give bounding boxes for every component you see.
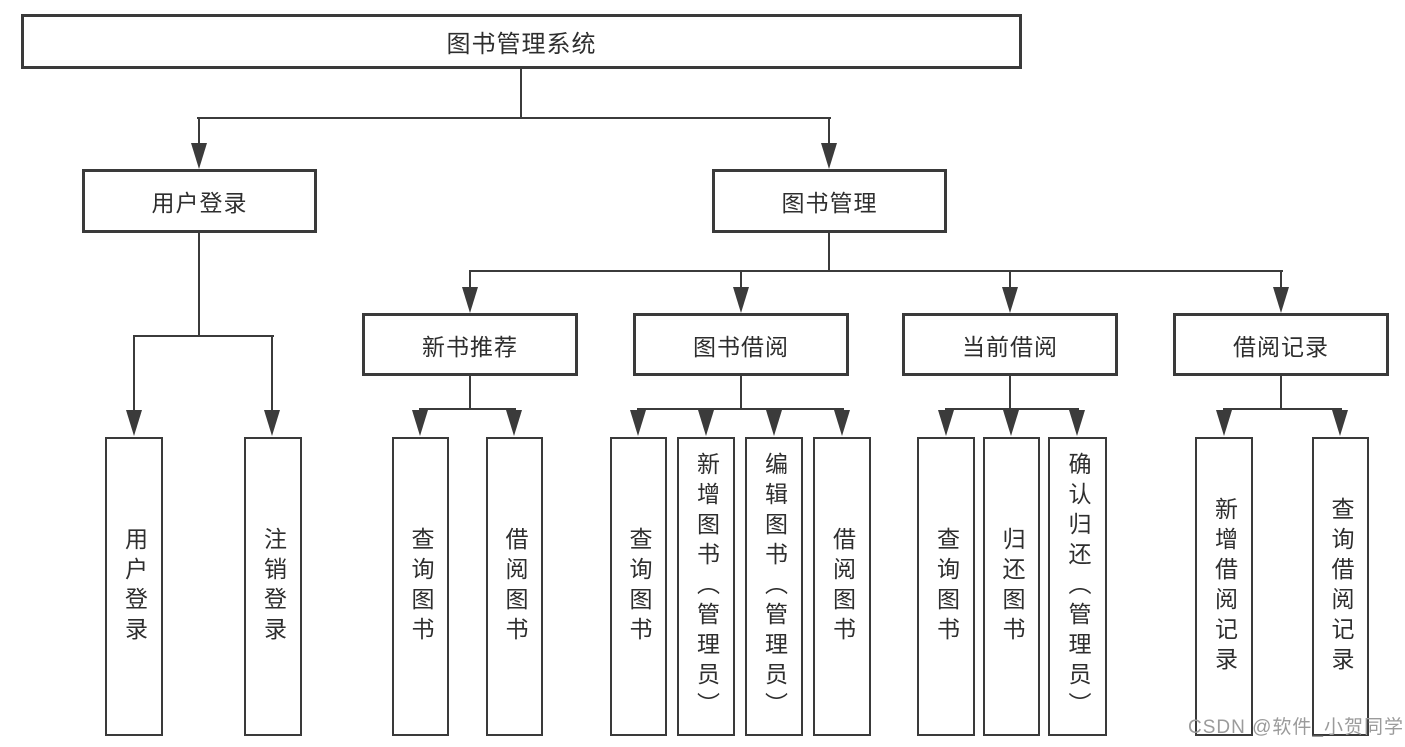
edge-to-book-borrow	[740, 270, 742, 290]
node-current-borrowing: 当前借阅	[902, 313, 1118, 376]
node-user-login-branch: 用户登录	[82, 169, 317, 233]
edge-book-borrow-stem	[740, 376, 742, 410]
arrow-down-icon	[1069, 410, 1085, 436]
arrow-down-icon	[506, 410, 522, 436]
arrow-down-icon	[1332, 410, 1348, 436]
leaf-label: 查询借阅记录	[1328, 496, 1354, 677]
edge-borrow-records-rail	[1223, 408, 1342, 410]
leaf-query-books-2: 查询图书	[610, 437, 667, 736]
edge-book-borrow-rail	[637, 408, 844, 410]
leaf-query-books-3: 查询图书	[917, 437, 975, 736]
leaf-label: 借阅图书	[829, 526, 856, 647]
arrow-down-icon	[1002, 287, 1018, 313]
node-label: 新书推荐	[422, 333, 518, 360]
watermark: CSDN @软件_小贺同学	[1188, 717, 1404, 738]
arrow-down-icon	[733, 287, 749, 313]
edge-user-login-rail	[133, 335, 274, 337]
leaf-borrow-books-1: 借阅图书	[486, 437, 543, 736]
arrow-down-icon	[834, 410, 850, 436]
leaf-return-books: 归还图书	[983, 437, 1040, 736]
leaf-borrow-books-2: 借阅图书	[813, 437, 871, 736]
edge-new-book-rec-rail	[419, 408, 516, 410]
arrow-down-icon	[938, 410, 954, 436]
leaf-label: 确认归还（管理员）	[1065, 451, 1091, 722]
leaf-label: 注销登录	[260, 526, 287, 647]
arrow-down-icon	[1273, 287, 1289, 313]
leaf-label: 归还图书	[999, 526, 1025, 647]
node-label: 图书管理	[781, 190, 878, 216]
leaf-label: 新增借阅记录	[1211, 496, 1238, 677]
edge-root-stem	[520, 68, 522, 118]
arrow-down-icon	[412, 410, 428, 436]
arrow-down-icon	[126, 410, 142, 436]
edge-to-user-login	[198, 117, 200, 145]
node-library-management-system: 图书管理系统	[21, 14, 1022, 69]
leaf-label: 查询图书	[626, 526, 652, 647]
leaf-label: 编辑图书（管理员）	[761, 451, 788, 722]
edge-level1-rail	[197, 117, 831, 119]
edge-borrow-records-stem	[1280, 376, 1282, 410]
edge-current-borrow-rail	[945, 408, 1079, 410]
leaf-label: 新增图书（管理员）	[693, 451, 720, 722]
leaf-query-books-1: 查询图书	[392, 437, 449, 736]
edge-new-book-rec-stem	[469, 376, 471, 410]
edge-user-login-stem	[198, 233, 200, 336]
node-borrowing-records: 借阅记录	[1173, 313, 1389, 376]
leaf-label: 用户登录	[121, 526, 148, 647]
node-label: 当前借阅	[962, 333, 1058, 360]
node-label: 用户登录	[151, 190, 248, 216]
node-label: 图书借阅	[693, 333, 789, 360]
leaf-user-login: 用户登录	[105, 437, 163, 736]
node-label: 图书管理系统	[446, 31, 597, 58]
edge-to-borrow-records	[1280, 270, 1282, 290]
arrow-down-icon	[698, 410, 714, 436]
leaf-query-borrow-record: 查询借阅记录	[1312, 437, 1369, 736]
node-label: 借阅记录	[1233, 333, 1329, 360]
leaf-add-books-admin: 新增图书（管理员）	[677, 437, 735, 736]
node-book-borrowing: 图书借阅	[633, 313, 849, 376]
leaf-label: 查询图书	[408, 526, 434, 647]
arrow-down-icon	[630, 410, 646, 436]
edge-book-mgmt-stem	[828, 233, 830, 271]
node-book-management: 图书管理	[712, 169, 947, 233]
leaf-add-borrow-record: 新增借阅记录	[1195, 437, 1253, 736]
edge-to-leaf-logout	[271, 335, 273, 413]
leaf-logout: 注销登录	[244, 437, 302, 736]
arrow-down-icon	[766, 410, 782, 436]
edge-to-leaf-user-login	[133, 335, 135, 413]
leaf-label: 借阅图书	[502, 526, 528, 647]
arrow-down-icon	[1216, 410, 1232, 436]
leaf-confirm-return-admin: 确认归还（管理员）	[1048, 437, 1107, 736]
edge-to-book-mgmt	[828, 117, 830, 145]
arrow-down-icon	[821, 143, 837, 169]
edge-level3-rail	[469, 270, 1283, 272]
edge-current-borrow-stem	[1009, 376, 1011, 410]
arrow-down-icon	[462, 287, 478, 313]
leaf-edit-books-admin: 编辑图书（管理员）	[745, 437, 803, 736]
edge-to-current-borrow	[1009, 270, 1011, 290]
leaf-label: 查询图书	[933, 526, 960, 647]
arrow-down-icon	[191, 143, 207, 169]
arrow-down-icon	[264, 410, 280, 436]
arrow-down-icon	[1003, 410, 1019, 436]
node-new-book-recommend: 新书推荐	[362, 313, 578, 376]
edge-to-new-book-rec	[469, 270, 471, 290]
